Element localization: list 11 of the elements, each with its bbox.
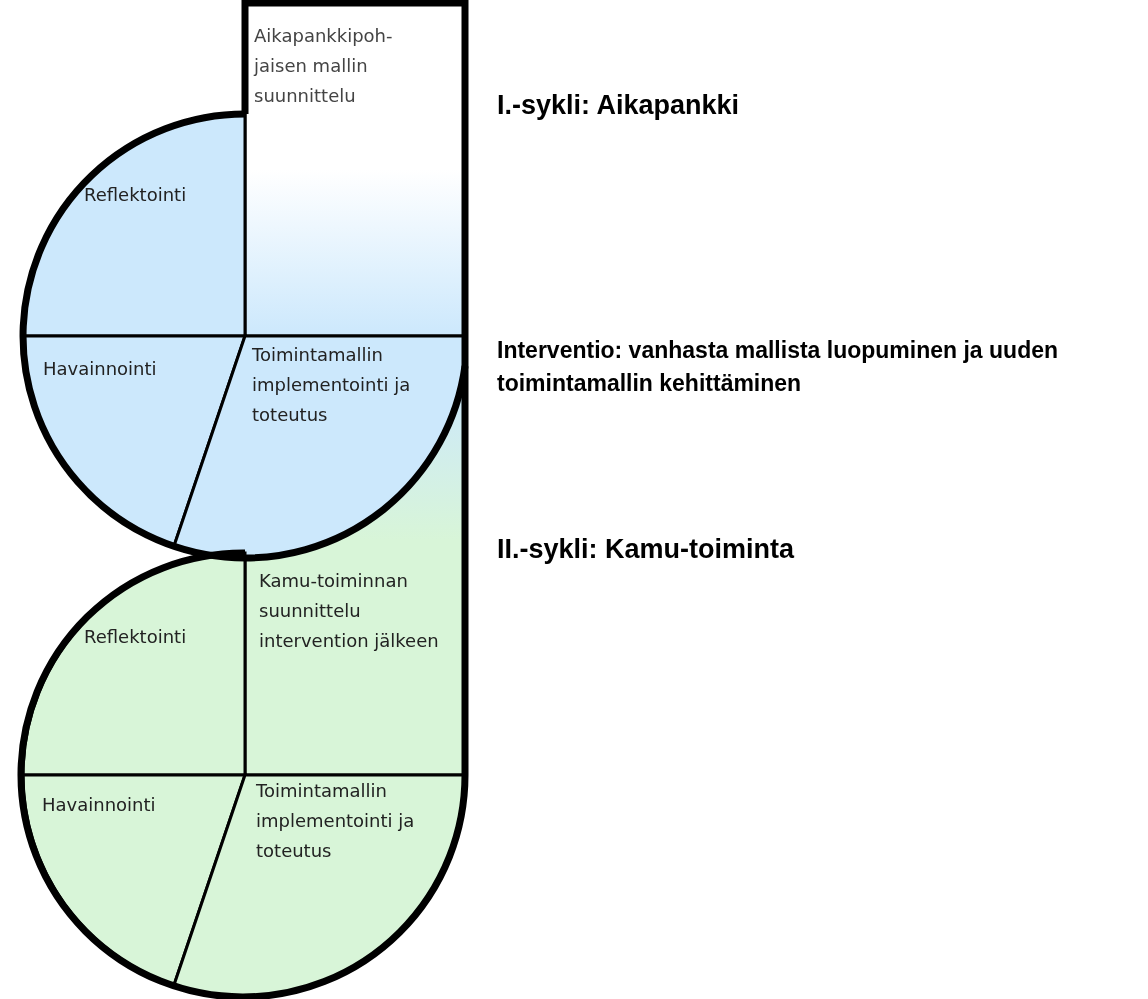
segment-label: Reflektointi [84, 183, 188, 207]
cycle-heading: Interventio: vanhasta mallista luopuminen ja uuden toimintamallin kehittäminen [497, 336, 1060, 398]
segment-label: Reflektointi [84, 625, 188, 649]
cycle-heading: II.-sykli: Kamu-toiminta [497, 533, 796, 566]
cycle-heading: I.-sykli: Aikapankki [497, 89, 741, 122]
segment-label: Kamu-toiminnan suunnittelu intervention jälkeen [259, 569, 440, 653]
segment-label: Havainnointi [42, 793, 157, 817]
segment-label: Toimintamallin implementointi ja toteutus [252, 343, 412, 427]
segment-label: Havainnointi [43, 357, 158, 381]
segment-label: Toimintamallin implementointi ja toteutus [256, 779, 416, 863]
segment-label: Aikapankkipoh- jaisen mallin suunnittelu [254, 24, 394, 108]
